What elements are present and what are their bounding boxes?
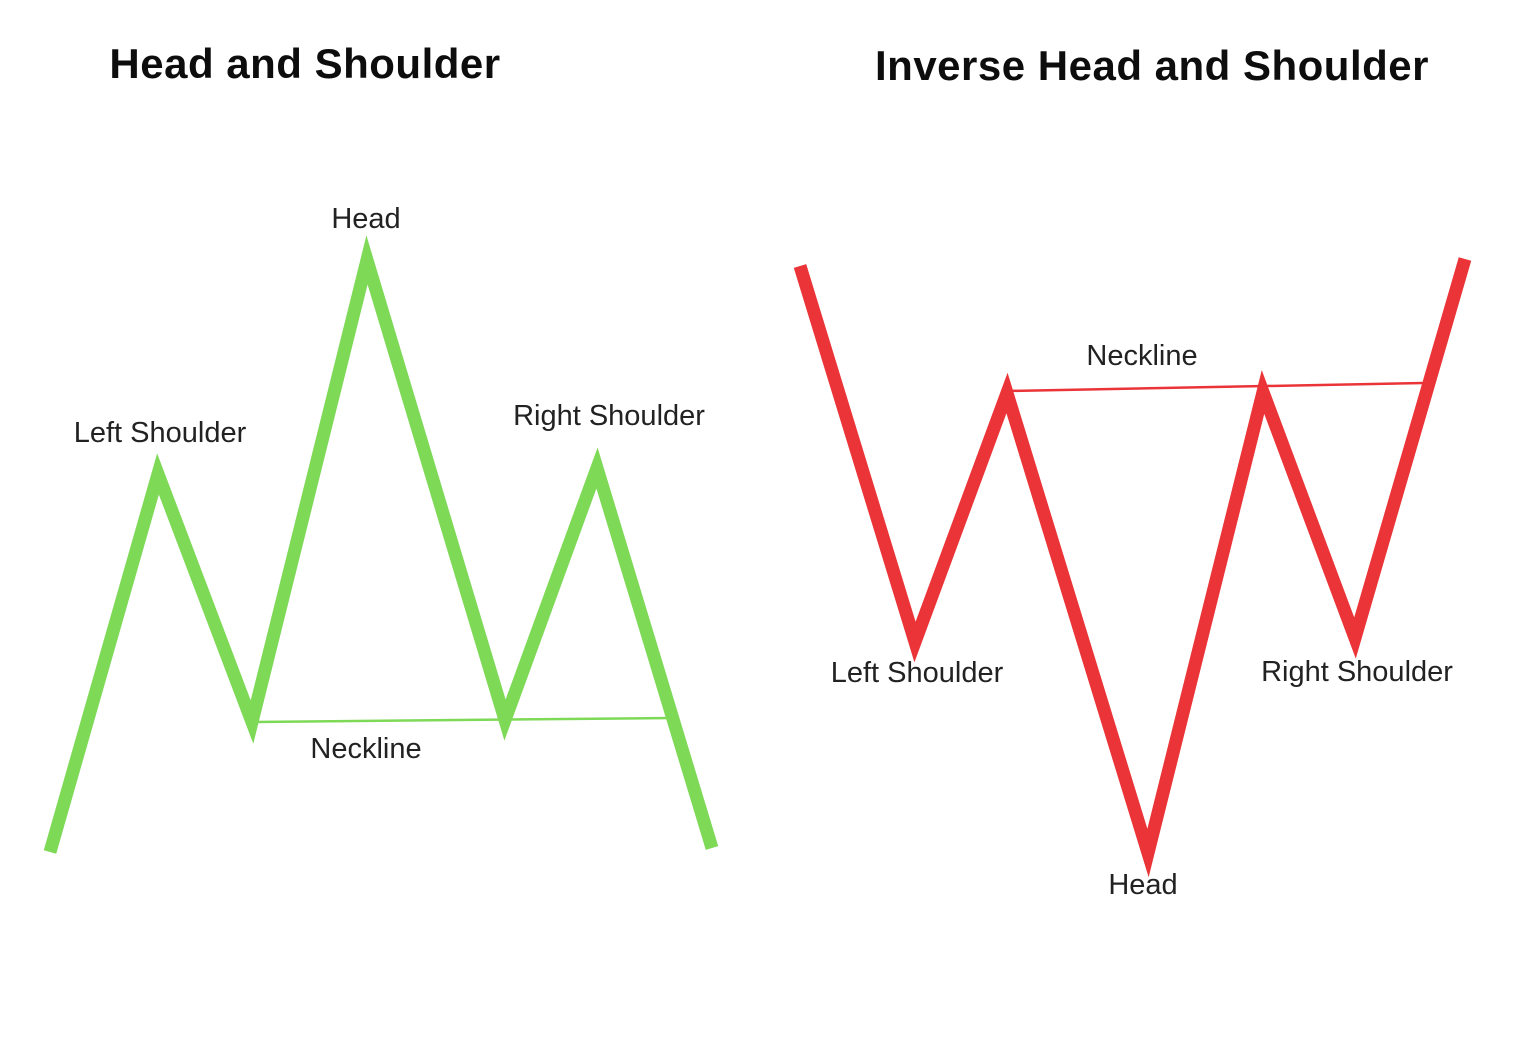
ihs-left-shoulder-label: Left Shoulder — [830, 657, 1004, 689]
ihs-right-shoulder-label: Right Shoulder — [1261, 656, 1453, 688]
hs-neckline-label: Neckline — [310, 733, 422, 765]
inverse-head-and-shoulder-price-line — [793, 257, 1472, 878]
ihs-neckline-label: Neckline — [1086, 340, 1198, 372]
inverse-head-and-shoulder-neckline-line — [1006, 381, 1425, 393]
head-and-shoulder-neckline-line — [251, 716, 672, 724]
head-and-shoulder-title: Head and Shoulder — [109, 40, 501, 87]
hs-right-shoulder-label: Right Shoulder — [513, 400, 705, 432]
hs-left-shoulder-label: Left Shoulder — [73, 417, 247, 449]
ihs-head-label: Head — [1108, 869, 1178, 901]
hs-head-label: Head — [331, 203, 401, 235]
head-and-shoulder-price-line — [43, 235, 719, 854]
inverse-head-and-shoulder-title: Inverse Head and Shoulder — [875, 42, 1429, 89]
